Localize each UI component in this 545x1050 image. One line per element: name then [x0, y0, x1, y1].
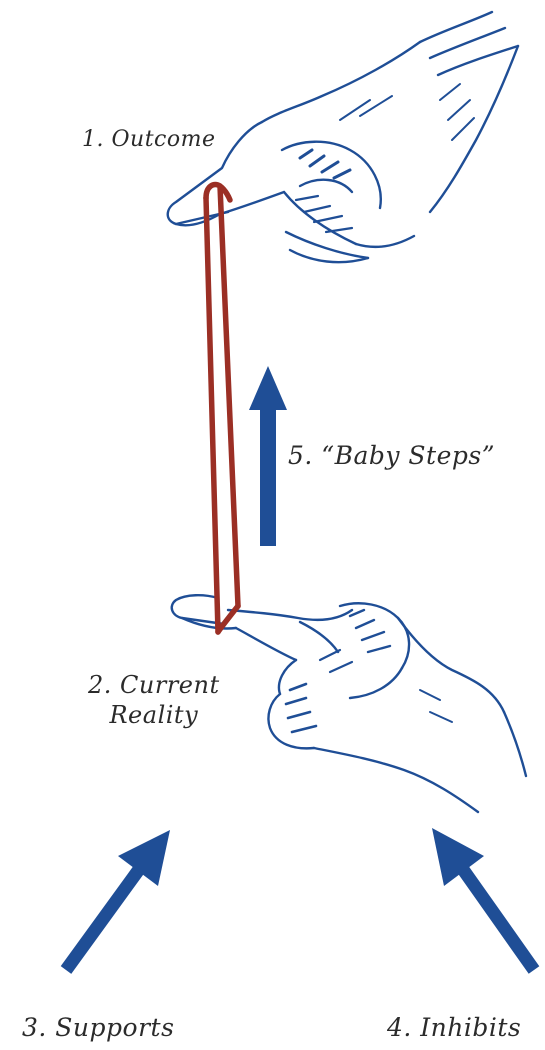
- baby-steps-label: 5. “Baby Steps”: [288, 441, 496, 470]
- baby-steps-arrow-icon: [249, 366, 287, 546]
- top-hand-icon: [166, 10, 520, 264]
- inhibits-arrow-icon: [432, 828, 540, 974]
- current-reality-label: 2. Current Reality: [88, 670, 220, 730]
- rubber-band-icon: [203, 181, 241, 635]
- current-reality-line1: 2. Current: [88, 671, 220, 699]
- bottom-hand-icon: [170, 594, 528, 814]
- supports-arrow-icon: [60, 830, 170, 974]
- inhibits-label: 4. Inhibits: [387, 1013, 522, 1042]
- supports-label: 3. Supports: [22, 1013, 175, 1042]
- current-reality-line2: Reality: [109, 701, 199, 729]
- outcome-label: 1. Outcome: [82, 127, 216, 152]
